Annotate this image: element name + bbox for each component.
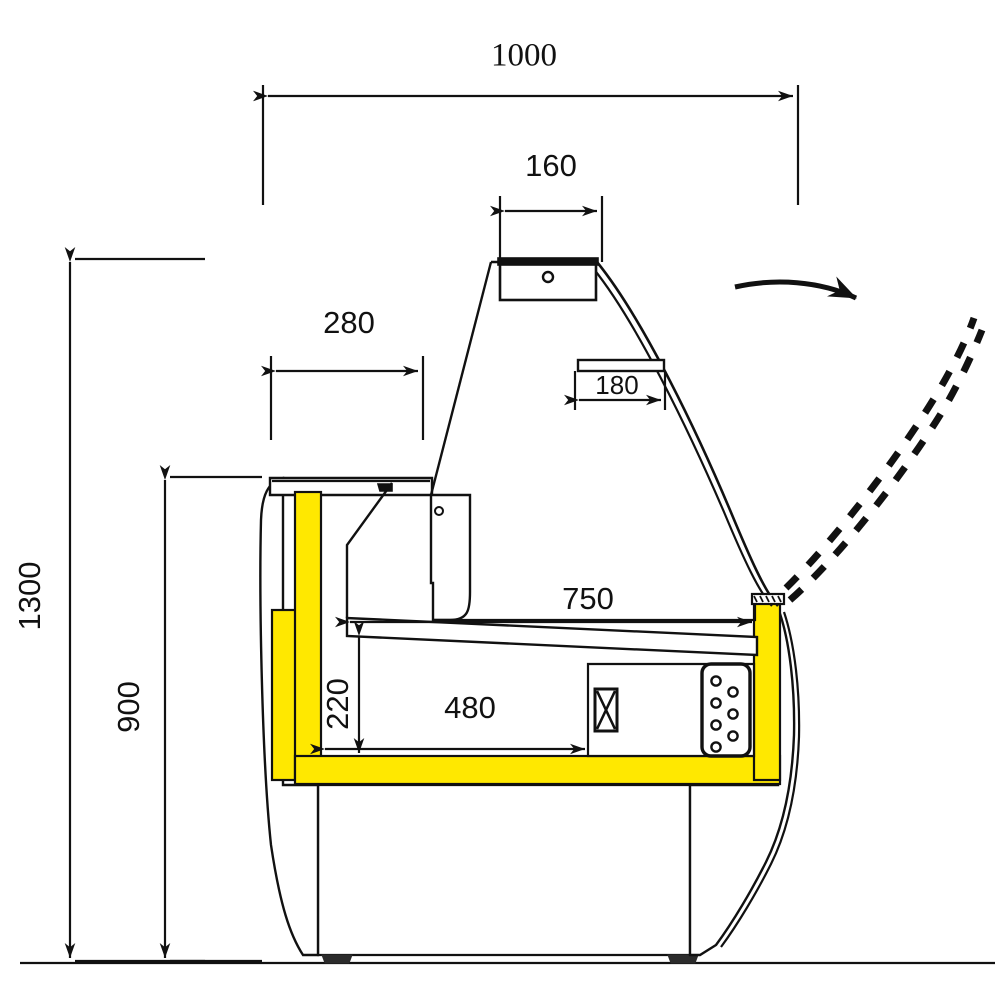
insulation-left-main xyxy=(293,490,323,782)
dim-label-well-depth: 220 xyxy=(320,678,355,730)
lid-front-pane xyxy=(429,261,493,496)
insulation-right xyxy=(752,598,782,782)
bracket-hole xyxy=(434,506,444,516)
insulation-bottom xyxy=(293,754,782,786)
lid-glass-inner xyxy=(592,267,773,607)
front-panel-shell xyxy=(259,476,320,957)
cabinet-base xyxy=(316,783,699,964)
drawing-geometry xyxy=(20,85,995,965)
lid-glass-outer xyxy=(491,260,779,607)
dim-label-worktop-height: 900 xyxy=(111,681,146,733)
rear-panel-inner-line xyxy=(720,611,801,948)
interior-shelf-bar xyxy=(576,358,666,373)
lid-hinge-block xyxy=(750,592,786,606)
dim-label-well-width: 480 xyxy=(444,690,496,725)
dim-overall-width xyxy=(253,85,800,205)
foot-left xyxy=(321,954,353,964)
fan-icon xyxy=(593,687,619,733)
dimension-labels: 1000 160 280 180 1300 900 750 220 480 xyxy=(12,38,639,733)
dim-front-depth xyxy=(261,356,425,440)
foot-right xyxy=(667,954,699,964)
dim-worktop-height xyxy=(159,465,262,963)
dim-label-shelf-bar: 180 xyxy=(595,370,638,400)
front-glass-support xyxy=(345,482,393,618)
dim-label-glass-run: 750 xyxy=(562,581,614,616)
dim-lid-top xyxy=(490,196,604,262)
insulation-left-outer xyxy=(270,608,298,782)
handle-hole xyxy=(541,270,555,284)
product-deck xyxy=(345,616,759,657)
lid-open-ghost-inner xyxy=(787,328,986,603)
lid-handle-box xyxy=(497,257,599,302)
dim-label-overall-height: 1300 xyxy=(12,562,47,631)
front-glass-support-tab xyxy=(376,483,393,492)
dim-overall-height xyxy=(64,247,205,963)
dim-label-front-depth: 280 xyxy=(323,305,375,340)
dim-label-overall-width: 1000 xyxy=(491,38,557,74)
rear-splash-bracket xyxy=(429,493,472,622)
evaporator-panel xyxy=(700,662,752,758)
dim-label-lid-top: 160 xyxy=(525,148,577,183)
dim-shelf-bar xyxy=(564,371,667,410)
rear-panel-shell xyxy=(688,607,796,957)
lid-open-ghost-outer xyxy=(783,316,978,591)
rotation-arrow xyxy=(734,276,858,301)
